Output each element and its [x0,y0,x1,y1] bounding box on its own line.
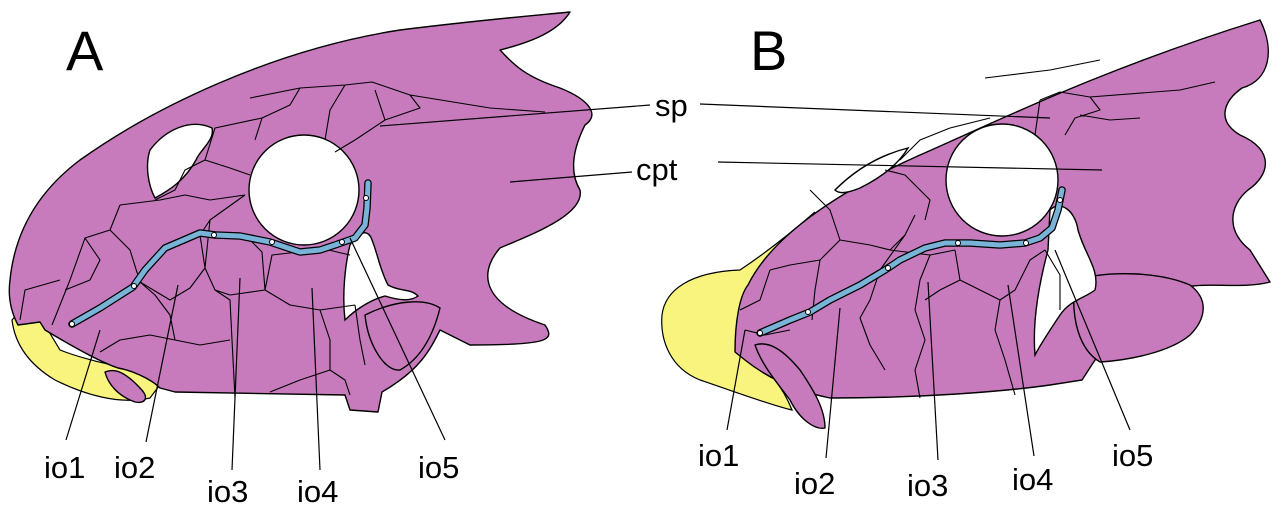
panel-b-label-io3: io3 [907,468,948,503]
panel-a-label-io4: io4 [297,474,338,507]
panel-b-label-io4: io4 [1012,462,1053,497]
panel-b: B io1 io2 io3 io4 io5 [662,19,1270,503]
panel-a-orbit [249,135,359,245]
panel-a-label-io1: io1 [44,450,85,485]
panel-a-letter: A [66,19,104,82]
panel-b-letter: B [750,19,787,82]
panel-a-label-io3: io3 [207,474,248,507]
panel-b-label-io5: io5 [1112,438,1153,473]
panel-b-orbit [946,124,1058,236]
panel-a-label-cpt: cpt [636,152,678,187]
panel-a-label-io2: io2 [114,450,155,485]
panel-a-label-io5: io5 [418,450,459,485]
panel-a-label-sp: sp [655,88,688,123]
panel-a: A sp cpt io1 io2 io3 io4 io5 [9,12,687,507]
panel-b-label-io1: io1 [698,438,739,473]
panel-b-label-io2: io2 [794,466,835,501]
